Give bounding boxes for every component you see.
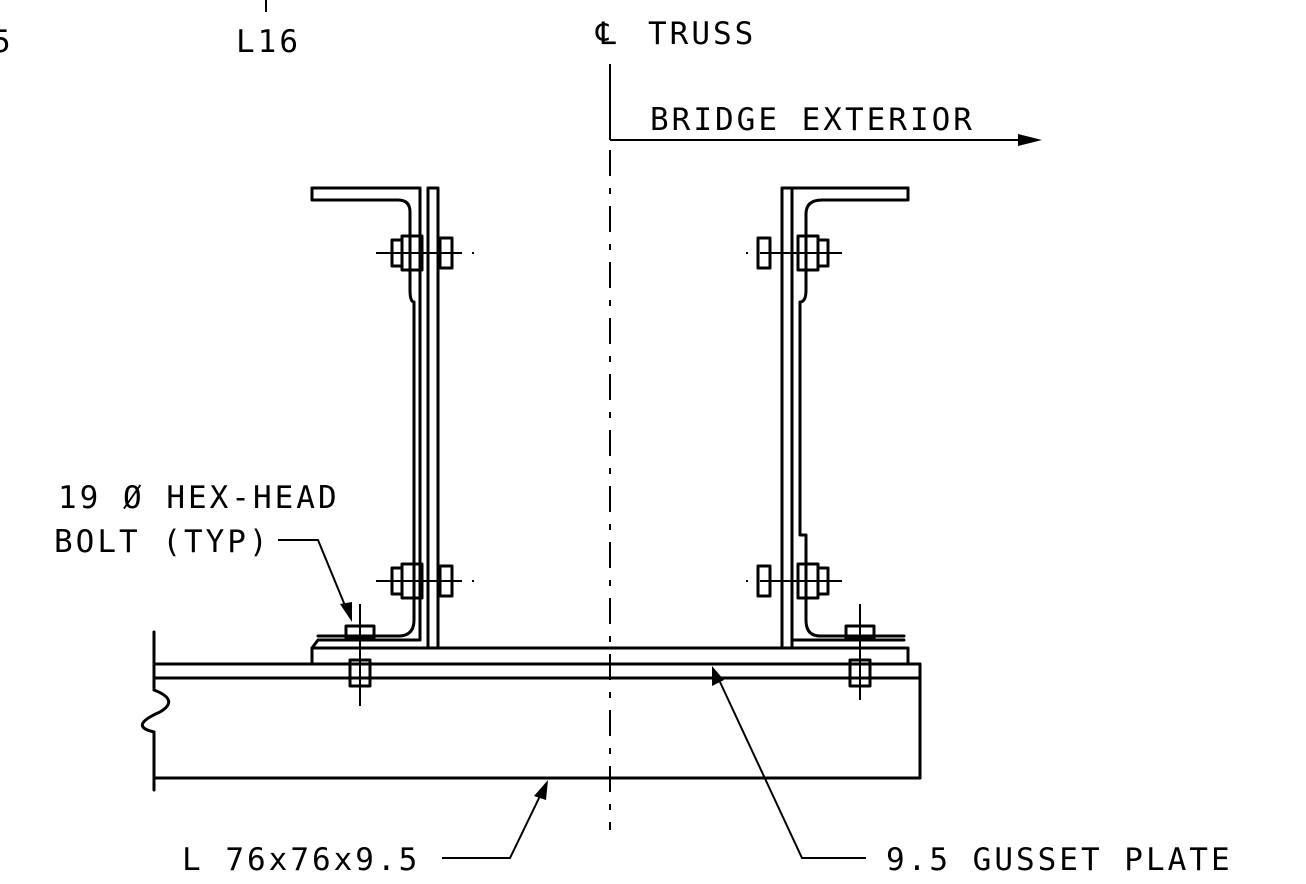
bolt-gusset-left <box>344 604 376 706</box>
bolt-callout-arrowhead <box>340 602 352 622</box>
centerline-symbol: ℄ <box>595 16 619 52</box>
angle-callout: L 76x76x9.5 <box>182 842 420 878</box>
right-angle-inner <box>798 186 910 638</box>
l16-label: L16 <box>236 24 301 60</box>
gusset-callout-arrowhead <box>712 666 724 686</box>
gusset-callout: 9.5 GUSSET PLATE <box>886 842 1233 878</box>
bolt-gusset-right <box>844 604 876 700</box>
bolt-upper-right <box>746 234 842 272</box>
left-vertical-plate <box>426 186 440 650</box>
left-angle-inner <box>310 186 416 638</box>
bridge-exterior-label: BRIDGE EXTERIOR <box>650 102 975 138</box>
angle-callout-arrowhead <box>534 780 548 800</box>
bridge-exterior-arrowhead <box>1018 134 1042 146</box>
bolt-callout-leader <box>278 539 347 609</box>
truss-centerline-label: TRUSS <box>648 16 756 52</box>
right-angle-outline <box>790 186 910 642</box>
bolt-callout-line2: BOLT (TYP) <box>54 524 271 560</box>
gusset-callout-leader <box>719 681 866 859</box>
bolt-lower-left <box>376 562 474 600</box>
right-vertical-plate <box>780 186 794 650</box>
angle-callout-leader <box>442 795 541 859</box>
left-edge-label-fragment: 5 <box>0 24 14 60</box>
bolt-callout-line1: 19 Ø HEX-HEAD <box>58 480 340 516</box>
bolt-upper-left <box>376 234 474 272</box>
bolt-lower-right <box>746 562 842 600</box>
break-symbol <box>141 688 171 734</box>
left-angle-outline <box>310 186 422 650</box>
